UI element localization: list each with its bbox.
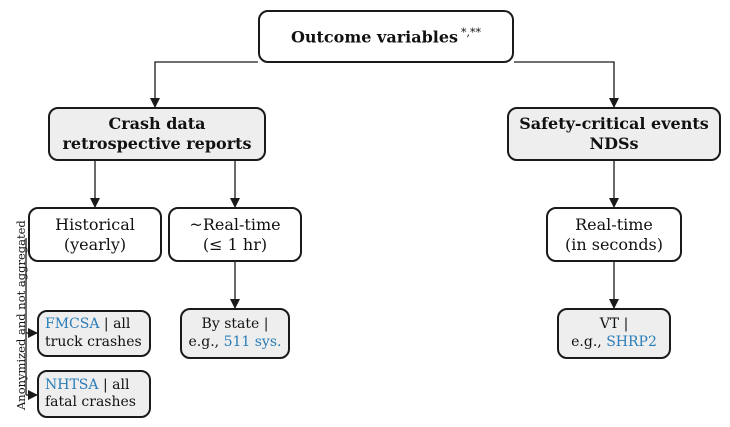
historical-node: Historical (yearly) bbox=[28, 207, 162, 262]
fmcsa-rest: | all bbox=[99, 316, 131, 332]
fmcsa-link[interactable]: FMCSA bbox=[45, 316, 100, 332]
bystate-511-link[interactable]: 511 sys. bbox=[223, 333, 282, 350]
historical-line1: Historical bbox=[55, 214, 135, 234]
vt-shrp2-link[interactable]: SHRP2 bbox=[606, 333, 657, 350]
nhtsa-node: NHTSA | all fatal crashes bbox=[37, 370, 151, 418]
vt-prefix: e.g., bbox=[571, 333, 607, 350]
by-state-node: By state | e.g., 511 sys. bbox=[180, 308, 290, 359]
realtime-sec-line1: Real-time bbox=[575, 214, 653, 234]
nhtsa-link[interactable]: NHTSA bbox=[45, 376, 99, 393]
realtime-hr-line2: (≤ 1 hr) bbox=[202, 234, 268, 254]
safety-events-node: Safety-critical events NDSs bbox=[507, 107, 721, 161]
crash-data-node: Crash data retrospective reports bbox=[48, 107, 266, 161]
anonymized-side-label: Anonymized and not aggregated bbox=[14, 220, 28, 410]
nhtsa-line2: fatal crashes bbox=[45, 394, 136, 410]
crash-line1: Crash data bbox=[108, 114, 206, 133]
safety-line2: NDSs bbox=[589, 134, 639, 153]
fmcsa-node: FMCSA | all truck crashes bbox=[37, 310, 151, 357]
bystate-prefix: e.g., bbox=[188, 333, 224, 350]
realtime-seconds-node: Real-time (in seconds) bbox=[546, 207, 682, 262]
realtime-hour-node: ~Real-time (≤ 1 hr) bbox=[168, 207, 302, 262]
safety-line1: Safety-critical events bbox=[519, 114, 709, 133]
realtime-hr-line1: ~Real-time bbox=[189, 214, 281, 234]
vt-node: VT | e.g., SHRP2 bbox=[557, 308, 671, 359]
crash-line2: retrospective reports bbox=[62, 134, 252, 153]
edge-root-safety bbox=[514, 61, 619, 108]
nhtsa-rest: | all bbox=[98, 376, 130, 393]
root-node: Outcome variables*,** bbox=[258, 10, 514, 63]
fmcsa-line2: truck crashes bbox=[45, 333, 142, 350]
historical-line2: (yearly) bbox=[63, 234, 127, 254]
realtime-sec-line2: (in seconds) bbox=[564, 234, 664, 254]
edge-root-crash bbox=[150, 61, 258, 108]
bystate-line1: By state | bbox=[201, 316, 269, 332]
root-superscript: *,** bbox=[461, 26, 482, 40]
root-label: Outcome variables bbox=[290, 27, 459, 47]
vt-line1: VT | bbox=[599, 316, 629, 332]
